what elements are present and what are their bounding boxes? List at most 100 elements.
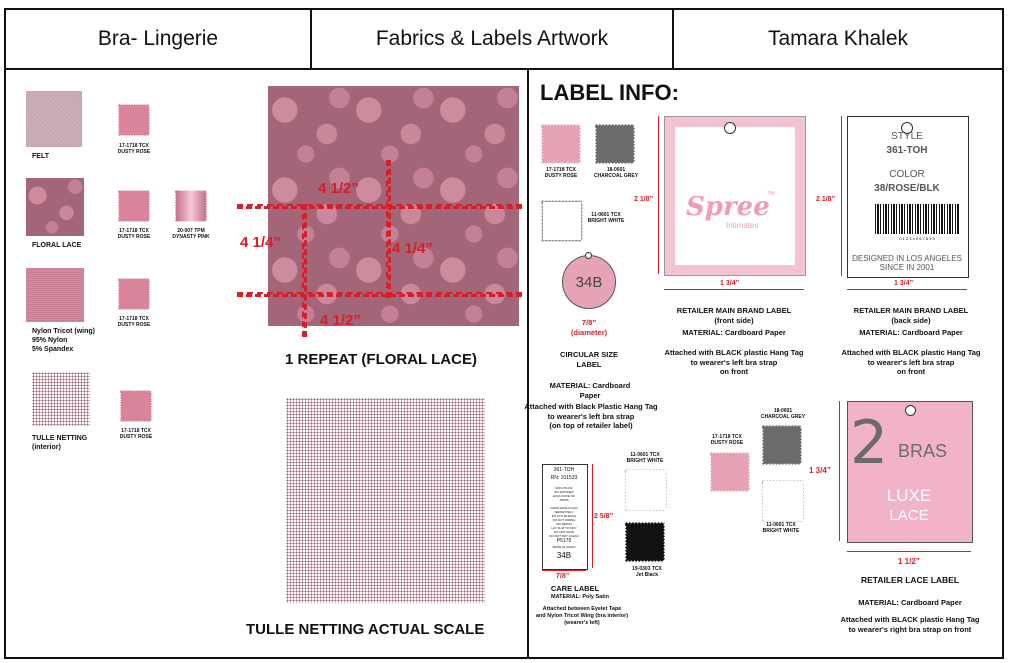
brand-front-attach: Attached with BLACK plastic Hang Tag to … [664,348,804,376]
back-color-label: COLOR [889,169,925,180]
care-title: CARE LABEL [550,584,600,593]
circle-charcoal-code: 18-0601 CHARCOAL GREY [593,167,639,179]
care-material: MATERIAL: Poly Satin [551,594,609,600]
brand-front-hole [724,122,736,134]
care-style: 361-TOH [553,467,575,473]
brand-tm: TM [767,191,775,197]
lace-label-luxe: LUXE [886,486,932,505]
lace-rose-chip [710,452,750,492]
care-black-code: 19-0303 TCX Jet Black [632,566,662,578]
lace-label-lace: LACE [889,507,929,524]
lace-label-title: RETAILER LACE LABEL [860,575,960,585]
felt-color-code: 17-1718 TCX DUSTY ROSE [117,143,151,155]
care-content: 93% NYLON 5% SPANDEX EXCLUSIVE OF TRIMS [553,486,575,502]
care-label [542,464,588,570]
tulle-scale-image [286,398,485,603]
care-height-line [592,464,593,568]
lace-label-attach: Attached with BLACK plastic Hang Tag to … [840,615,980,634]
brand-back-width-line [847,289,967,290]
circular-size-tag: 34B [562,255,616,309]
circular-attach: Attached with Black Plastic Hang Tag to … [524,402,658,430]
brand-back-height: 2 1/8” [816,196,836,203]
column-divider [527,69,529,659]
lace-height-line [839,401,840,541]
care-instructions: HAND WASH COLD SEPARATELY DO NOT BLEACH … [549,506,579,538]
brand-back-label [847,116,969,278]
circle-white-code: 11-0601 TCX BRIGHT WHITE [587,212,625,224]
repeat-guide-bottom [237,292,522,297]
brand-front-label [664,116,806,276]
dynasty-pink-code: 20-007 TPM DYNASTY PINK [172,228,210,240]
care-width-line [542,570,586,571]
dynasty-pink-chip [175,190,207,222]
repeat-guide-right [386,160,391,298]
back-barcode [875,204,959,234]
brand-back-material: MATERIAL: Cardboard Paper [859,328,963,337]
tricot-label: Nylon Tricot (wing) 95% Nylon 5% Spandex [32,328,95,353]
brand-front-height: 2 1/8” [634,196,654,203]
repeat-dim-bottom: 4 1/2” [320,312,361,329]
brand-front-width: 1 3/4” [720,280,740,287]
brand-back-title: RETAILER MAIN BRAND LABEL (back side) [853,306,969,325]
repeat-guide-left [302,204,307,337]
lace-white-code: 11-0601 TCX BRIGHT WHITE [762,522,800,534]
brand-front-material: MATERIAL: Cardboard Paper [682,328,786,337]
circular-size-text: 34B [575,273,603,291]
brand-back-attach: Attached with BLACK plastic Hang Tag to … [841,348,981,376]
header-designer: Tamara Khalek [767,27,909,50]
tulle-scale-caption: TULLE NETTING ACTUAL SCALE [246,621,485,638]
care-white-code: 11-0601 TCX BRIGHT WHITE [626,452,664,464]
care-height: 2 5/8” [594,513,614,520]
care-black-chip [625,522,665,562]
circular-material: MATERIAL: Cardboard Paper [549,381,631,400]
brand-back-hole [901,122,913,134]
care-attach: Attached between Eyelet Tape and Nylon T… [535,606,629,626]
tricot-swatch [26,268,84,322]
circle-white-chip [541,200,583,242]
care-width: 7/8” [556,573,570,580]
care-rn: RN: 101533 [550,475,578,481]
back-style-label: STYLE [891,131,923,142]
lace-width: 1 1/2” [898,557,920,566]
repeat-caption: 1 REPEAT (FLORAL LACE) [285,351,477,368]
circle-rose-code: 17-1718 TCX DUSTY ROSE [544,167,578,179]
tricot-color-code: 17-1718 TCX DUSTY ROSE [117,316,151,328]
felt-color-chip [118,104,150,136]
care-size: 34B [556,551,572,560]
label-info-title: LABEL INFO: [540,80,679,105]
circle-rose-chip [541,124,581,164]
floral-lace-label: FLORAL LACE [32,242,82,249]
lace-white-chip [762,480,804,522]
brand-back-width: 1 3/4” [894,280,914,287]
lace-label-number: 2 [850,408,889,478]
header-section: Fabrics & Labels Artwork [312,10,674,68]
tulle-color-chip [120,390,152,422]
brand-front-height-line [658,116,659,274]
repeat-dim-top: 4 1/2” [318,180,359,197]
brand-front-title: RETAILER MAIN BRAND LABEL (front side) [676,306,792,325]
back-color: 38/ROSE/BLK [874,183,940,194]
repeat-dim-right: 4 1/4” [392,240,433,257]
circle-charcoal-chip [595,124,635,164]
lace-height: 1 3/4” [809,466,831,475]
tulle-label: TULLE NETTING (interior) [32,435,88,451]
lace-width-line [847,551,971,552]
felt-label: FELT [32,153,49,160]
lace-label-bras: BRAS [898,441,948,461]
circular-title: CIRCULAR SIZE LABEL [560,350,618,369]
care-origin: MADE IN CHINA [552,545,576,549]
back-style: 361-TOH [886,145,928,156]
lace-charcoal-chip [762,425,802,465]
tulle-color-code: 17-1718 TCX DUSTY ROSE [119,428,153,440]
lace-label-material: MATERIAL: Cardboard Paper [858,598,962,607]
header-category: Bra- Lingerie [6,10,312,68]
content-frame [4,69,1004,659]
tulle-swatch [32,372,90,426]
circular-tag-hole [585,252,592,259]
header-bar: Bra- Lingerie Fabrics & Labels Artwork T… [4,8,1004,70]
lace-label-hole [905,405,916,416]
lace-charcoal-code: 18-0601 CHARCOAL GREY [760,408,806,420]
lace-color-chip [118,190,150,222]
lace-rose-code: 17-1718 TCX DUSTY ROSE [710,434,744,446]
tricot-color-chip [118,278,150,310]
